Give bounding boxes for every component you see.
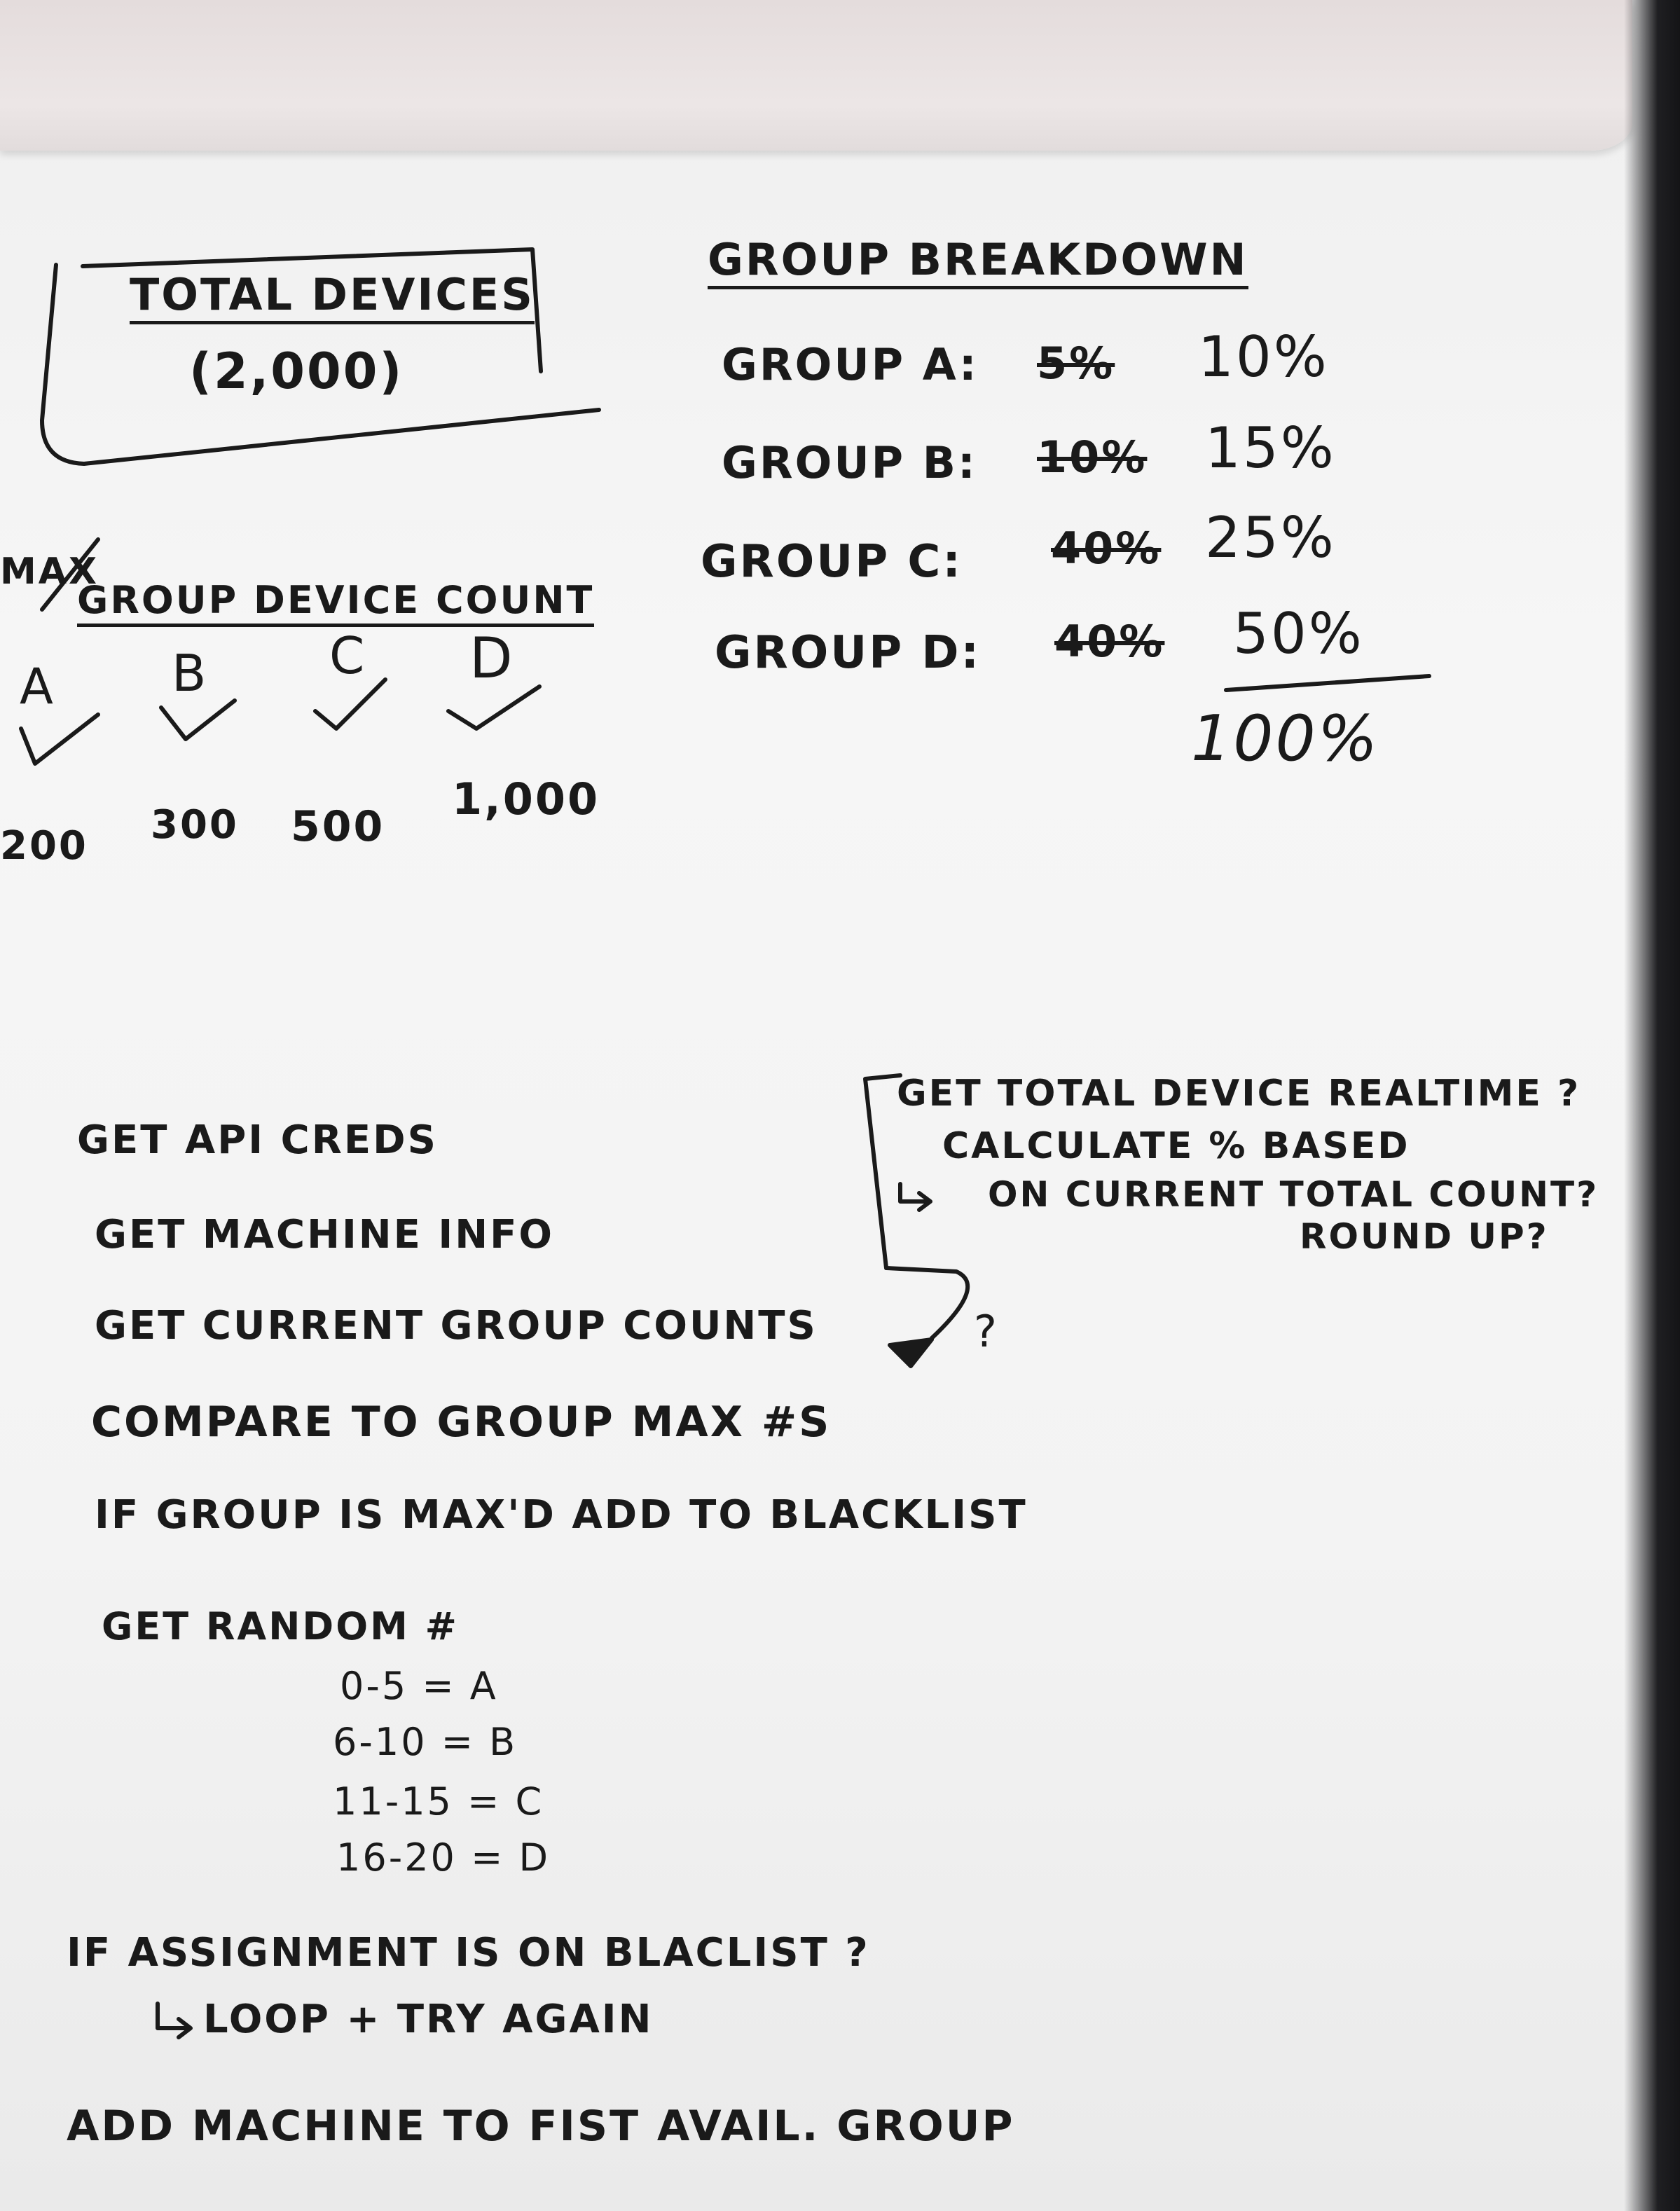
range-c: 11-15 = C <box>333 1779 544 1824</box>
total-box-outline <box>40 263 601 466</box>
blacklist-check-line-1: IF ASSIGNMENT IS ON BLACLIST ? <box>67 1930 870 1976</box>
step-5: IF GROUP IS MAX'D ADD TO BLACKLIST <box>95 1492 1028 1538</box>
note-line-3: ON CURRENT TOTAL COUNT? <box>988 1174 1599 1215</box>
step-1: GET API CREDS <box>77 1117 438 1163</box>
final-step: ADD MACHINE TO FIST AVAIL. GROUP <box>67 2102 1015 2151</box>
breakdown-row-a-old: 5% <box>1037 338 1115 389</box>
total-devices-count: (2,000) <box>189 343 404 400</box>
note-line-2: CALCULATE % BASED <box>942 1125 1410 1167</box>
total-devices-label: TOTAL DEVICES <box>130 273 535 324</box>
max-value-c: 500 <box>291 802 385 851</box>
note-question: ? <box>974 1306 999 1357</box>
note-arrow-head <box>888 1337 934 1368</box>
breakdown-row-b-new: 15% <box>1205 415 1336 481</box>
max-count-title: GROUP DEVICE COUNT <box>77 581 595 627</box>
total-box-top <box>81 247 543 373</box>
breakdown-row-b-label: GROUP B: <box>722 437 977 488</box>
blacklist-check-line-2: LOOP + TRY AGAIN <box>203 1997 654 2042</box>
check-d <box>446 684 542 731</box>
background-edge <box>1624 0 1680 2211</box>
check-a <box>19 712 100 766</box>
breakdown-row-d-label: GROUP D: <box>715 627 982 679</box>
max-value-d: 1,000 <box>452 773 600 825</box>
note-line-1: GET TOTAL DEVICE REALTIME ? <box>897 1073 1581 1115</box>
max-slash <box>40 537 100 612</box>
max-prefix: MAX <box>0 551 99 593</box>
note-line-4: ROUND UP? <box>1300 1216 1549 1257</box>
max-group-c: C <box>329 626 367 685</box>
range-d: 16-20 = D <box>336 1835 551 1880</box>
max-value-a: 200 <box>0 823 88 869</box>
loop-arrow-icon <box>156 2002 193 2039</box>
breakdown-row-b-old: 10% <box>1037 432 1148 483</box>
step-6: GET RANDOM # <box>102 1604 459 1648</box>
torn-previous-sheet <box>0 0 1632 151</box>
max-group-b: B <box>172 644 209 703</box>
note-bracket <box>863 1073 970 1340</box>
step-2: GET MACHINE INFO <box>95 1212 554 1258</box>
breakdown-row-c-new: 25% <box>1205 505 1336 570</box>
breakdown-title: GROUP BREAKDOWN <box>708 238 1248 289</box>
breakdown-row-c-old: 40% <box>1051 523 1162 574</box>
step-3: GET CURRENT GROUP COUNTS <box>95 1303 818 1349</box>
breakdown-row-c-label: GROUP C: <box>701 536 963 588</box>
breakdown-sum-line <box>1224 674 1431 692</box>
max-group-a: A <box>20 658 55 715</box>
breakdown-row-d-old: 40% <box>1054 616 1165 667</box>
range-a: 0-5 = A <box>340 1664 498 1708</box>
check-c <box>313 677 387 731</box>
breakdown-row-a-new: 10% <box>1198 324 1329 390</box>
breakdown-total: 100% <box>1191 702 1380 776</box>
check-b <box>159 698 237 741</box>
max-value-b: 300 <box>151 802 239 848</box>
note-arrow-icon <box>898 1182 932 1212</box>
max-group-d: D <box>469 626 515 691</box>
step-4: COMPARE TO GROUP MAX #S <box>91 1398 832 1447</box>
breakdown-row-a-label: GROUP A: <box>722 339 979 390</box>
range-b: 6-10 = B <box>333 1720 518 1764</box>
breakdown-row-d-new: 50% <box>1233 601 1364 666</box>
